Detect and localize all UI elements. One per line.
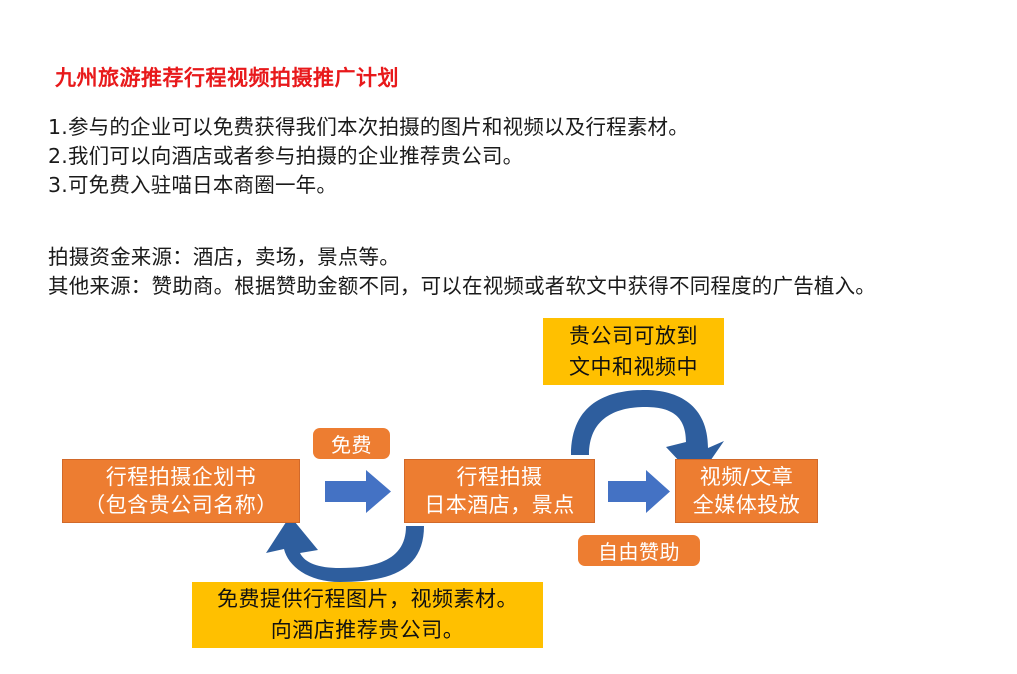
- note-bottom-line-2: 向酒店推荐贵公司。: [270, 618, 465, 642]
- list-item: 拍摄资金来源：酒店，卖场，景点等。: [48, 245, 400, 269]
- arrow-shoot-to-publish-icon: [608, 470, 670, 513]
- list-item: 1.参与的企业可以免费获得我们本次拍摄的图片和视频以及行程素材。: [48, 115, 689, 139]
- list-item: 2.我们可以向酒店或者参与拍摄的企业推荐贵公司。: [48, 144, 524, 168]
- process-box-proposal-line-1: 行程拍摄企划书: [105, 465, 257, 489]
- process-box-distribution: 视频/文章 全媒体投放: [675, 459, 818, 523]
- process-box-proposal-line-2: （包含贵公司名称）: [84, 493, 278, 517]
- benefits-list: 1.参与的企业可以免费获得我们本次拍摄的图片和视频以及行程素材。 2.我们可以向…: [48, 113, 689, 200]
- badge-free: 免费: [313, 428, 390, 459]
- note-bottom-callout: 免费提供行程图片，视频素材。 向酒店推荐贵公司。: [192, 582, 543, 648]
- process-box-shooting-line-2: 日本酒店，景点: [424, 493, 575, 517]
- process-box-distribution-line-1: 视频/文章: [699, 465, 794, 489]
- list-item: 其他来源：赞助商。根据赞助金额不同，可以在视频或者软文中获得不同程度的广告植入。: [48, 274, 876, 298]
- funding-source-list: 拍摄资金来源：酒店，卖场，景点等。 其他来源：赞助商。根据赞助金额不同，可以在视…: [48, 243, 876, 301]
- note-top-line-2: 文中和视频中: [569, 354, 698, 379]
- note-top-callout: 贵公司可放到 文中和视频中: [543, 318, 724, 385]
- list-item: 3.可免费入驻喵日本商圈一年。: [48, 173, 338, 197]
- process-box-proposal: 行程拍摄企划书 （包含贵公司名称）: [62, 459, 300, 523]
- note-top-line-1: 贵公司可放到: [569, 323, 698, 348]
- badge-free-sponsorship: 自由赞助: [578, 535, 700, 566]
- process-box-distribution-line-2: 全媒体投放: [692, 493, 801, 517]
- page-title: 九州旅游推荐行程视频拍摄推广计划: [55, 66, 399, 90]
- process-box-shooting: 行程拍摄 日本酒店，景点: [404, 459, 595, 523]
- arrow-plan-to-shoot-icon: [325, 470, 391, 513]
- arrow-shoot-back-to-plan-icon: [266, 516, 424, 582]
- note-bottom-line-1: 免费提供行程图片，视频素材。: [217, 587, 518, 611]
- process-box-shooting-line-1: 行程拍摄: [456, 465, 543, 489]
